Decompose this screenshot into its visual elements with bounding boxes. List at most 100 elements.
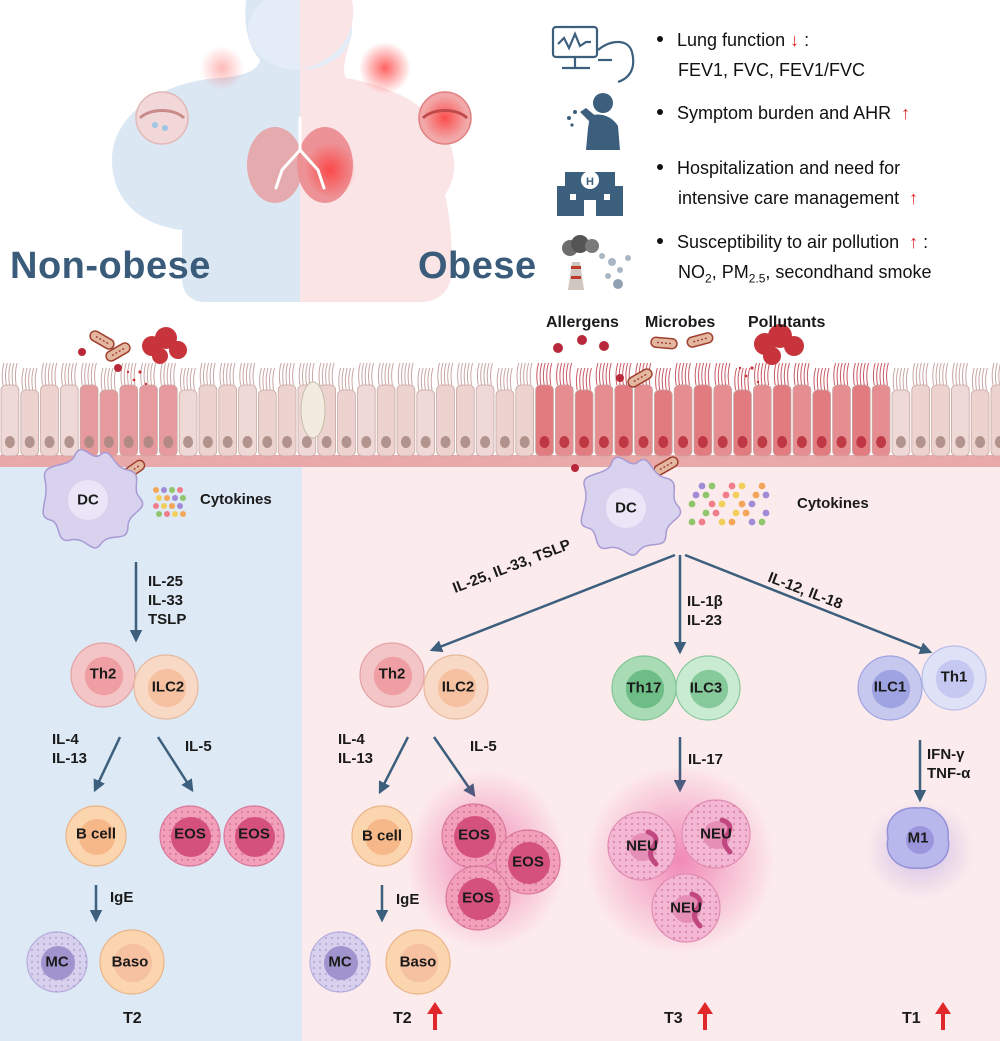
microbe-icon	[686, 332, 714, 348]
ilc2-cell-left: ILC2	[151, 678, 185, 696]
signal-arrows	[89, 553, 933, 923]
eos-cell-left-2: EOS	[238, 825, 270, 843]
th1-cell: Th1	[940, 668, 968, 686]
allergens-label: Allergens	[546, 314, 619, 331]
baso-cell-right: Baso	[399, 953, 437, 971]
eos-cell-right-2: EOS	[512, 853, 544, 871]
dc-label-right: DC	[615, 499, 637, 517]
increase-arrow-icon: ↑	[909, 188, 919, 208]
cell-body	[445, 865, 511, 931]
cell-body	[675, 655, 741, 721]
eos-cell-right-3: EOS	[462, 889, 494, 907]
eos-cell-left-1: EOS	[174, 825, 206, 843]
increase-arrow-icon: ↑	[909, 232, 919, 252]
dendritic-cell-right	[580, 456, 682, 556]
ilc2-cell-right: ILC2	[441, 678, 475, 696]
cell-body	[857, 655, 923, 721]
cell-body	[441, 803, 507, 869]
type-label-t3: T3	[664, 1010, 683, 1027]
cell-body	[681, 799, 751, 869]
th17-cell: Th17	[626, 679, 662, 697]
outcome-air-pollution-detail: NO2, PM2.5, secondhand smoke	[678, 262, 932, 286]
cell-body	[495, 829, 561, 895]
cell-body	[26, 931, 88, 993]
outcome-lung-function: Lung function ↓ :	[657, 30, 809, 51]
right-il5: IL-5	[470, 738, 497, 755]
body-silhouette-icon	[112, 0, 455, 302]
increase-arrow-icon: ↑	[901, 103, 911, 123]
hospital-icon: H	[557, 171, 623, 216]
right-ige: IgE	[396, 891, 420, 908]
decrease-arrow-icon: ↓	[790, 30, 800, 50]
allergen-particles	[78, 335, 624, 472]
mc-cell-right: MC	[328, 953, 352, 971]
outcome-lung-function-detail: FEV1, FVC, FEV1/FVC	[678, 60, 866, 80]
neu-cell-3: NEU	[670, 899, 702, 917]
cell-body	[611, 655, 677, 721]
nose-airflow-icon	[200, 42, 411, 94]
cell-body	[99, 929, 165, 995]
neu-cell-1: NEU	[626, 837, 658, 855]
neu-cell-2: NEU	[700, 825, 732, 843]
immune-cells	[26, 642, 987, 995]
microbe-icon	[105, 342, 131, 362]
airway-epithelium	[0, 362, 1000, 467]
cell-body	[651, 873, 721, 943]
type-label-t2-left: T2	[123, 1010, 142, 1027]
left-ige: IgE	[110, 889, 134, 906]
b-cell-left: B cell	[75, 825, 117, 843]
il17-label: IL-17	[688, 751, 724, 768]
m1-macrophage-body	[886, 807, 950, 869]
cell-body	[351, 805, 413, 867]
type-label-t1: T1	[902, 1010, 921, 1027]
obese-title: Obese	[418, 245, 537, 287]
m1-macrophage: M1	[907, 829, 929, 847]
microbe-icon	[89, 330, 115, 350]
increase-arrows-bottom	[427, 1002, 951, 1030]
coughing-person-icon	[567, 93, 620, 150]
pollutants-label: Pollutants	[748, 314, 826, 331]
baso-cell-left: Baso	[111, 953, 149, 971]
ilc1-cell: ILC1	[873, 678, 907, 696]
cell-body	[309, 931, 371, 993]
th2-cell-left: Th2	[89, 665, 117, 683]
outcome-hospitalization: Hospitalization and need for	[657, 158, 900, 179]
svg-text:H: H	[586, 176, 594, 188]
microbe-icon	[627, 368, 653, 388]
cytokines-label-left: Cytokines	[200, 491, 272, 508]
pollutant-specks	[126, 366, 760, 386]
outcome-air-pollution: Susceptibility to air pollution ↑ :	[657, 232, 928, 253]
non-obese-title: Non-obese	[10, 245, 211, 287]
microbes-label: Microbes	[645, 314, 716, 331]
cell-body	[423, 654, 489, 720]
cytokine-dots	[153, 482, 770, 526]
outcome-symptom-burden: Symptom burden and AHR ↑	[657, 103, 910, 124]
airway-cross-section-icon	[135, 91, 472, 145]
dc-label-left: DC	[77, 491, 99, 509]
cell-body	[70, 642, 136, 708]
cytokines-label-right: Cytokines	[797, 495, 869, 512]
spirometer-icon	[551, 25, 635, 84]
cell-body	[223, 805, 285, 867]
cell-body	[607, 811, 677, 881]
cell-body	[359, 642, 425, 708]
left-il5: IL-5	[185, 738, 212, 755]
air-pollution-icon	[562, 235, 631, 290]
eos-cell-right-1: EOS	[458, 826, 490, 844]
outcome-hospitalization-line2: intensive care management ↑	[678, 188, 919, 208]
type-label-t2-right: T2	[393, 1010, 412, 1027]
dendritic-cell-left	[42, 448, 144, 549]
cell-body	[65, 805, 127, 867]
b-cell-right: B cell	[361, 827, 403, 845]
th2-cell-right: Th2	[378, 665, 406, 683]
pollutant-cloud-icon	[142, 324, 804, 365]
ilc3-cell: ILC3	[689, 679, 723, 697]
cell-body	[159, 805, 221, 867]
